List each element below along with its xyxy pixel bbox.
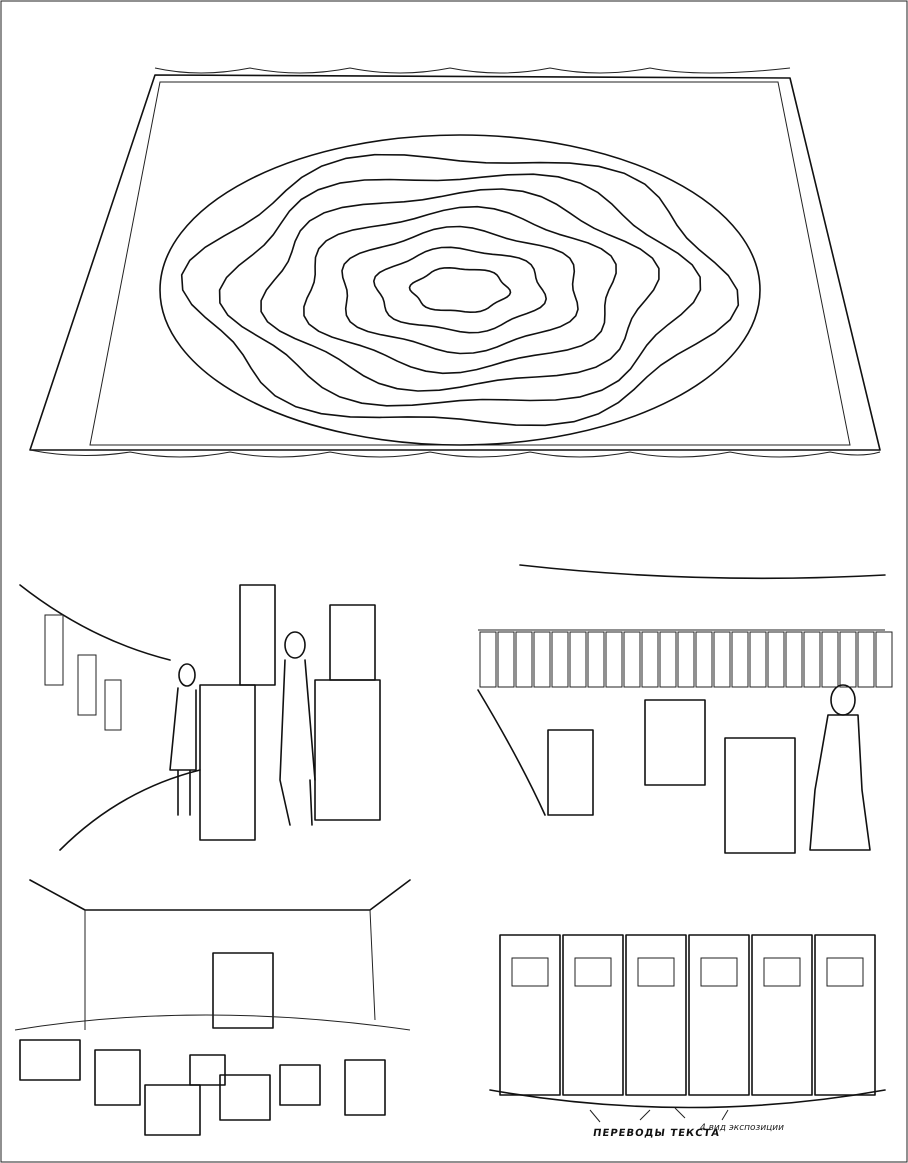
display-stand — [19, 1039, 81, 1081]
overview-panel — [29, 67, 881, 458]
screen-picture — [637, 957, 675, 987]
display-screen — [641, 631, 659, 688]
display-screen — [875, 631, 893, 688]
display-screen — [731, 631, 749, 688]
display-screen — [821, 631, 839, 688]
labyrinth-wall — [303, 205, 617, 375]
screen-picture — [574, 957, 612, 987]
display-screen — [569, 631, 587, 688]
screen-picture — [511, 957, 549, 987]
screen-picture — [763, 957, 801, 987]
display-stand — [279, 1064, 321, 1106]
folding-screen-panel — [688, 934, 750, 1096]
labyrinth-wall — [260, 188, 660, 392]
display-screen — [587, 631, 605, 688]
display-stand — [189, 1054, 226, 1086]
folding-screen-panel — [625, 934, 687, 1096]
display-stand — [144, 1084, 201, 1136]
display-screen — [767, 631, 785, 688]
interior-left-panel — [19, 584, 381, 851]
display-stand — [219, 1074, 271, 1121]
handwritten-note: 4 вид экспозиции — [700, 1123, 784, 1133]
display-screen — [803, 631, 821, 688]
labyrinth-wall — [180, 153, 740, 427]
labyrinth-wall — [218, 173, 702, 407]
display-screen — [695, 631, 713, 688]
display-screen — [533, 631, 551, 688]
screen-picture — [700, 957, 738, 987]
screen-picture — [826, 957, 864, 987]
folding-screen-panel — [562, 934, 624, 1096]
folding-screen-panel — [751, 934, 813, 1096]
screen-detail-panel — [489, 934, 886, 1123]
display-screen — [677, 631, 695, 688]
hall-view-panel — [14, 879, 411, 1136]
display-screen — [713, 631, 731, 688]
interior-right-panel — [477, 564, 893, 854]
labyrinth-wall — [408, 267, 512, 313]
labyrinth-wall — [373, 246, 547, 334]
display-screen — [785, 631, 803, 688]
folding-screen-panel — [499, 934, 561, 1096]
display-screen — [857, 631, 875, 688]
display-stand — [344, 1059, 386, 1116]
display-screen — [497, 631, 515, 688]
display-screen — [839, 631, 857, 688]
display-screen — [623, 631, 641, 688]
display-screen — [605, 631, 623, 688]
display-stand — [94, 1049, 141, 1106]
display-screen — [479, 631, 497, 688]
display-screen — [551, 631, 569, 688]
display-screen — [659, 631, 677, 688]
display-screen — [515, 631, 533, 688]
folding-screen-panel — [814, 934, 876, 1096]
display-screen — [749, 631, 767, 688]
labyrinth-wall — [341, 225, 579, 355]
